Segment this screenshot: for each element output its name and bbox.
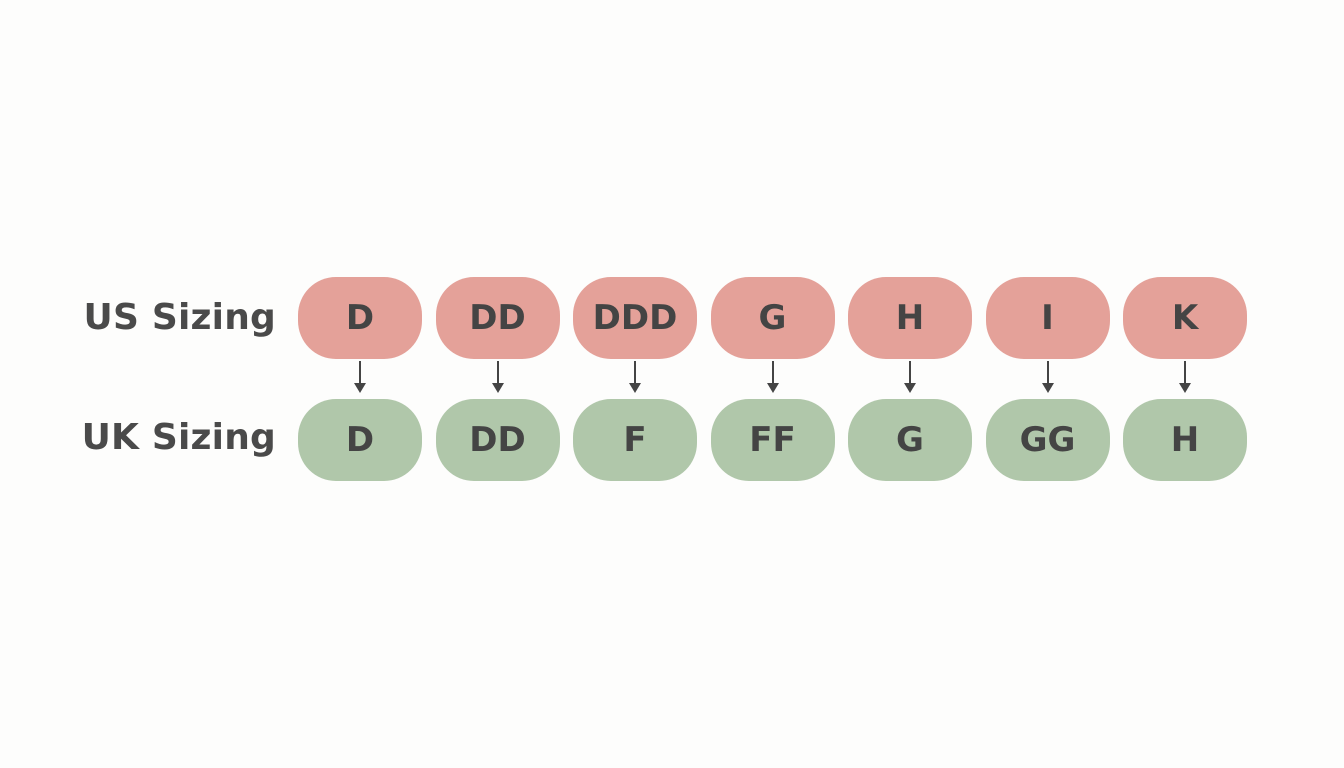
uk-size-pill: G bbox=[848, 399, 972, 481]
uk-sizing-label: UK Sizing bbox=[81, 417, 276, 458]
us-size-pill: H bbox=[848, 277, 972, 359]
arrow-down-icon bbox=[848, 359, 972, 397]
uk-size-row: D DD F FF G GG H bbox=[298, 399, 1247, 481]
arrow-down-icon bbox=[986, 359, 1110, 397]
uk-size-pill: D bbox=[298, 399, 422, 481]
arrow-down-icon bbox=[1123, 359, 1247, 397]
us-size-pill: K bbox=[1123, 277, 1247, 359]
us-size-pill: G bbox=[710, 277, 835, 359]
us-sizing-label: US Sizing bbox=[83, 297, 276, 338]
arrow-down-icon bbox=[711, 359, 835, 397]
uk-size-pill: FF bbox=[710, 399, 835, 481]
us-size-pill: DD bbox=[435, 277, 560, 359]
uk-size-pill: DD bbox=[435, 399, 560, 481]
conversion-arrows bbox=[298, 359, 1247, 397]
us-size-pill: I bbox=[985, 277, 1110, 359]
uk-size-pill: H bbox=[1123, 399, 1247, 481]
arrow-down-icon bbox=[436, 359, 560, 397]
arrow-down-icon bbox=[298, 359, 422, 397]
us-size-row: D DD DDD G H I K bbox=[298, 277, 1247, 359]
arrow-down-icon bbox=[573, 359, 697, 397]
us-size-pill: DDD bbox=[573, 277, 697, 359]
uk-size-pill: GG bbox=[985, 399, 1110, 481]
us-size-pill: D bbox=[298, 277, 422, 359]
uk-size-pill: F bbox=[573, 399, 697, 481]
